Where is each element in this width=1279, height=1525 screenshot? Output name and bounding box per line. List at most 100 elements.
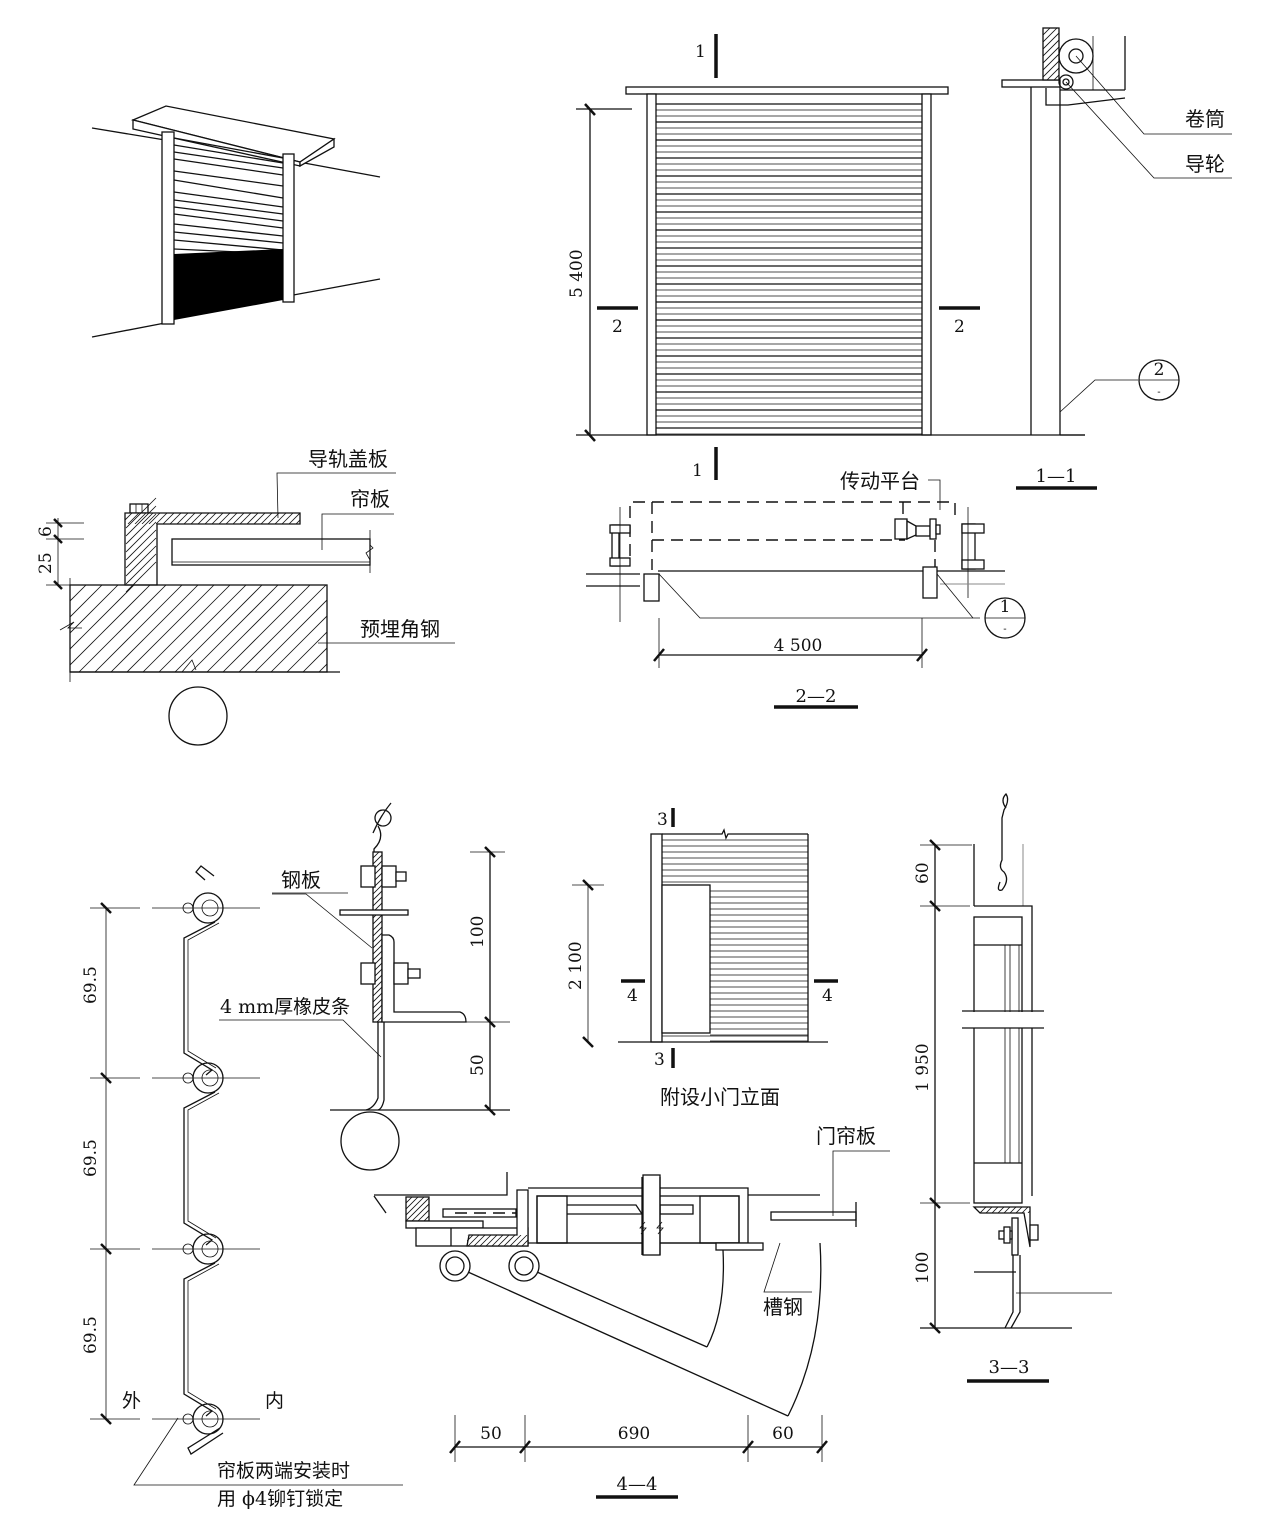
- hatch-line: [125, 513, 157, 545]
- label-door-curtain-plate: 门帘板: [816, 1124, 876, 1148]
- dim-1950: 1 950: [913, 1043, 933, 1092]
- hatch-line: [515, 1235, 528, 1246]
- section-4-4-title: 4—4: [617, 1474, 658, 1495]
- slat-profile: 69.5 69.5 69.5 外 内 帘板两端安装时 用 ϕ4铆钉锁定: [81, 865, 403, 1510]
- hatch-line: [406, 1197, 425, 1216]
- hatch-line: [211, 513, 224, 524]
- hatch-line: [125, 505, 157, 537]
- label-channel-steel: 槽钢: [763, 1295, 803, 1319]
- detail-number-circle: [168, 686, 228, 746]
- slat-tail: [187, 1427, 224, 1455]
- hatch-line: [1043, 28, 1058, 43]
- dim-25: 25: [36, 552, 56, 574]
- hatch-line: [373, 932, 382, 943]
- hatch-line: [183, 513, 196, 524]
- hatch-line: [174, 585, 263, 672]
- hatch-line: [70, 585, 151, 666]
- hatch-line: [225, 513, 238, 524]
- hatch-line: [134, 513, 147, 524]
- hatch-line: [70, 585, 119, 634]
- section-1-1-title: 1—1: [1036, 466, 1077, 487]
- detail-ref-1-sheet: -: [1003, 624, 1006, 635]
- shutter-slat: [173, 213, 284, 229]
- hatch-line: [1043, 28, 1051, 36]
- hatch-line: [1046, 67, 1059, 80]
- hatch-line: [125, 545, 157, 577]
- hatch-line: [1003, 1207, 1011, 1213]
- hatch-line: [125, 521, 157, 553]
- hatch-line: [407, 852, 577, 1022]
- hatch-line: [267, 513, 280, 524]
- hatch-line: [286, 631, 327, 672]
- label-guide-wheel: 导轮: [1185, 152, 1225, 176]
- hatch-line: [302, 647, 327, 672]
- wicket-door-title: 附设小门立面: [660, 1085, 780, 1109]
- hatch-line: [110, 585, 199, 672]
- hatch-line: [197, 513, 210, 524]
- label-rail-cover: 导轨盖板: [308, 447, 388, 471]
- hatch-line: [176, 513, 189, 524]
- cut-mark-1-top: 1: [695, 42, 706, 62]
- hatch-line: [467, 1235, 474, 1242]
- dim-height-5400: 5 400: [567, 249, 587, 298]
- hatch-line: [94, 585, 183, 672]
- rivet-note-line2: 用 ϕ4铆钉锁定: [217, 1488, 343, 1510]
- dim-100-33: 100: [913, 1252, 933, 1284]
- hatch-line: [473, 852, 643, 1022]
- hatch-line: [70, 585, 135, 650]
- shutter-slat: [173, 191, 284, 208]
- hatch-line: [417, 1209, 429, 1221]
- shutter-slat: [173, 151, 284, 169]
- label-outside: 外: [122, 1390, 141, 1412]
- hatch-line: [373, 878, 382, 889]
- hatch-line: [534, 1235, 545, 1246]
- hatch-line: [467, 852, 637, 1022]
- shutter-slat: [173, 170, 284, 187]
- hatch-line: [1027, 1210, 1030, 1213]
- hatch-line: [270, 615, 327, 672]
- dim-690: 690: [618, 1424, 650, 1444]
- shutter-slat: [173, 206, 284, 222]
- dim-height-2100: 2 100: [566, 941, 586, 990]
- hatch-line: [274, 513, 287, 524]
- hatch-line: [497, 1235, 510, 1246]
- hatch-line: [239, 513, 252, 524]
- hatch-line: [413, 852, 583, 1022]
- hatch-line: [485, 1235, 498, 1246]
- shutter-slat: [173, 231, 284, 244]
- dim-69-5-b: 69.5: [81, 1139, 101, 1177]
- rivet-note-line1: 帘板两端安装时: [217, 1460, 350, 1482]
- detail-ref-2-sheet: -: [1157, 387, 1160, 398]
- label-drum: 卷筒: [1185, 107, 1225, 131]
- label-rubber-strip: 4 mm厚橡皮条: [220, 996, 350, 1018]
- hatch-line: [406, 1197, 407, 1198]
- cut-mark-4-right: 4: [822, 986, 833, 1006]
- hatch-line: [425, 852, 595, 1022]
- dim-50-44: 50: [480, 1424, 502, 1444]
- section-1-1: 卷筒 导轮 2 - 1—1: [1001, 27, 1232, 490]
- hatch-line: [158, 585, 247, 672]
- dim-60-44: 60: [772, 1424, 794, 1444]
- hatch-line: [1068, 28, 1120, 80]
- hatch-line: [473, 1235, 486, 1246]
- hatch-line: [125, 497, 157, 529]
- hatch-line: [206, 585, 295, 672]
- hatch-line: [1103, 28, 1155, 80]
- hatch-line: [288, 513, 300, 524]
- hatch-line: [479, 1235, 492, 1246]
- hatch-line: [423, 1215, 429, 1221]
- hatch-line: [437, 852, 607, 1022]
- dim-tick: [100, 902, 112, 914]
- dim-tick: [100, 1072, 112, 1084]
- hatch-line: [1043, 46, 1059, 64]
- shutter-slat: [173, 223, 284, 237]
- hatch-line: [1043, 39, 1059, 57]
- hatch-line: [295, 519, 300, 524]
- hatch-line: [431, 852, 601, 1022]
- section-2-2: 1 - 传动平台 4 500 2—2: [586, 469, 1026, 709]
- slat-profile-segment: [183, 1091, 216, 1246]
- section-3-3: 60 1 950 100 3—3: [913, 792, 1112, 1383]
- slat-profile-segment: [187, 1263, 220, 1410]
- label-inside: 内: [265, 1390, 284, 1412]
